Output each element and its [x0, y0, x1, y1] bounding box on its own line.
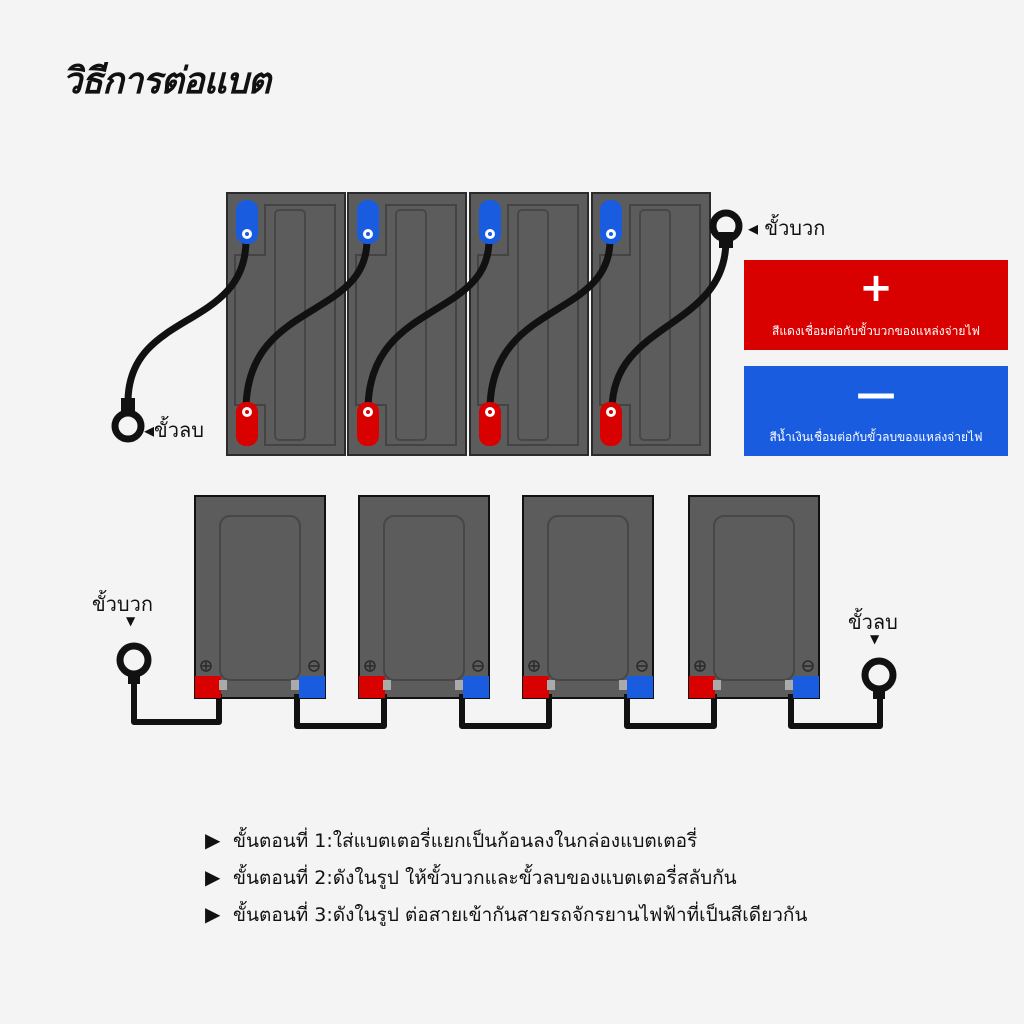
legend-positive-text: สีแดงเชื่อมต่อกับขั้วบวกของแหล่งจ่ายไฟ: [772, 324, 980, 338]
bottom-cable-neg-lead: [788, 688, 883, 729]
top-cable-2-3: [364, 236, 493, 414]
top-cable-1-2: [242, 236, 371, 414]
top-cable-pos-lead: [608, 236, 730, 414]
instruction-steps: ▶ ขั้นตอนที่ 1:ใส่แบตเตอรี่แยกเป็นก้อนลงใ…: [205, 826, 807, 937]
step-3: ▶ ขั้นตอนที่ 3:ดังในรูป ต่อสายเข้ากันสายร…: [205, 900, 807, 937]
bottom-battery-3: [522, 495, 654, 699]
bottom-positive-ring-connector: [116, 642, 152, 684]
bottom-battery-2: [358, 495, 490, 699]
bottom-cable-2-3: [459, 694, 552, 729]
play-arrow-icon: ▶: [205, 902, 221, 926]
legend-negative: — สีน้ำเงินเชื่อมต่อกับขั้วลบของแหล่งจ่า…: [744, 366, 1008, 456]
step-text: ขั้นตอนที่ 1:ใส่แบตเตอรี่แยกเป็นก้อนลงใน…: [233, 830, 698, 852]
bottom-battery-4: [688, 495, 820, 699]
play-arrow-icon: ▶: [205, 828, 221, 852]
bottom-positive-label: ขั้วบวก: [92, 592, 153, 616]
play-arrow-icon: ▶: [205, 865, 221, 889]
top-negative-ring-connector: [111, 398, 145, 443]
top-battery-group: [111, 192, 743, 456]
top-positive-terminals: [236, 402, 622, 446]
step-1: ▶ ขั้นตอนที่ 1:ใส่แบตเตอรี่แยกเป็นก้อนลงใ…: [205, 826, 807, 863]
bottom-cables: [131, 680, 883, 729]
bottom-polarity-marks: [200, 660, 814, 672]
top-positive-ring-connector: [709, 209, 743, 248]
step-text: ขั้นตอนที่ 3:ดังในรูป ต่อสายเข้ากันสายรถ…: [233, 904, 808, 926]
top-negative-terminals: [236, 200, 622, 244]
bottom-cable-pos-lead: [131, 680, 222, 725]
top-cable-neg-lead: [124, 236, 250, 404]
bottom-negative-ring-connector: [861, 657, 897, 699]
step-2: ▶ ขั้นตอนที่ 2:ดังในรูป ให้ขั้วบวกและขั้ว…: [205, 863, 807, 900]
top-cables: [124, 236, 730, 414]
page-title: วิธีการต่อแบต: [62, 61, 271, 102]
bottom-battery-group: [116, 495, 897, 729]
top-negative-label: ◂ขั้วลบ: [144, 418, 204, 442]
step-text: ขั้นตอนที่ 2:ดังในรูป ให้ขั้วบวกและขั้วล…: [233, 867, 737, 889]
minus-icon: —: [856, 371, 896, 417]
bottom-battery-1: [194, 495, 326, 699]
bottom-terminals: [195, 676, 819, 698]
legend-negative-text: สีน้ำเงินเชื่อมต่อกับขั้วลบของแหล่งจ่ายไ…: [769, 430, 983, 444]
bottom-negative-label: ขั้วลบ: [848, 610, 898, 634]
bottom-cable-1-2: [294, 694, 387, 729]
plus-icon: +: [859, 265, 893, 311]
top-cable-3-4: [486, 236, 614, 414]
top-positive-label: ◂ ขั้วบวก: [748, 216, 826, 240]
bottom-negative-pointer-icon: ▼: [870, 632, 880, 646]
bottom-positive-pointer-icon: ▼: [126, 614, 136, 628]
legend-positive: + สีแดงเชื่อมต่อกับขั้วบวกของแหล่งจ่ายไฟ: [744, 260, 1008, 350]
bottom-cable-3-4: [624, 694, 717, 729]
